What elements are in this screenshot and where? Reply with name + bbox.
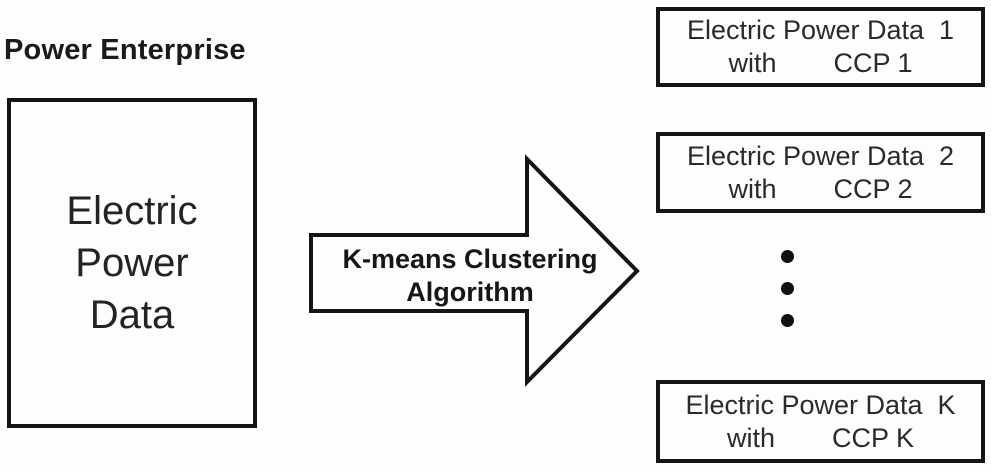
output-box-ccp2-title: Electric Power Data 2	[686, 140, 955, 171]
electric-power-data-box: Electric Power Data	[7, 98, 257, 428]
power-enterprise-title: Power Enterprise	[4, 34, 246, 66]
output-box-ccp1: Electric Power Data 1 with CCP 1	[656, 7, 985, 87]
source-box-line-1: Electric	[66, 189, 198, 233]
with-label: with	[726, 422, 775, 453]
arrow-label: K-means Clustering Algorithm	[315, 243, 625, 309]
vertical-ellipsis	[781, 250, 794, 327]
output-box-ccp1-title: Electric Power Data 1	[686, 15, 955, 45]
source-box-line-2: Power	[75, 241, 189, 285]
ellipsis-dot	[781, 250, 794, 263]
source-box-line-3: Data	[89, 293, 175, 337]
ccp-label: CCP 2	[833, 173, 913, 204]
output-box-ccp2: Electric Power Data 2 with CCP 2	[656, 132, 985, 213]
output-box-ccpk: Electric Power Data K with CCP K	[656, 380, 985, 463]
arrow-label-line-2: Algorithm	[406, 277, 534, 307]
output-box-ccpk-title: Electric Power Data K	[685, 389, 956, 420]
arrow-label-line-1: K-means Clustering	[342, 244, 598, 274]
with-label: with	[728, 48, 777, 78]
output-box-ccp1-subtitle: with CCP 1	[728, 47, 912, 80]
with-label: with	[728, 173, 777, 204]
ccp-label: CCP K	[831, 422, 915, 453]
ellipsis-dot	[781, 314, 794, 327]
ccp-label: CCP 1	[833, 48, 913, 78]
output-box-ccpk-subtitle: with CCP K	[727, 422, 914, 455]
ellipsis-dot	[781, 282, 794, 295]
output-box-ccp2-subtitle: with CCP 2	[728, 173, 912, 206]
